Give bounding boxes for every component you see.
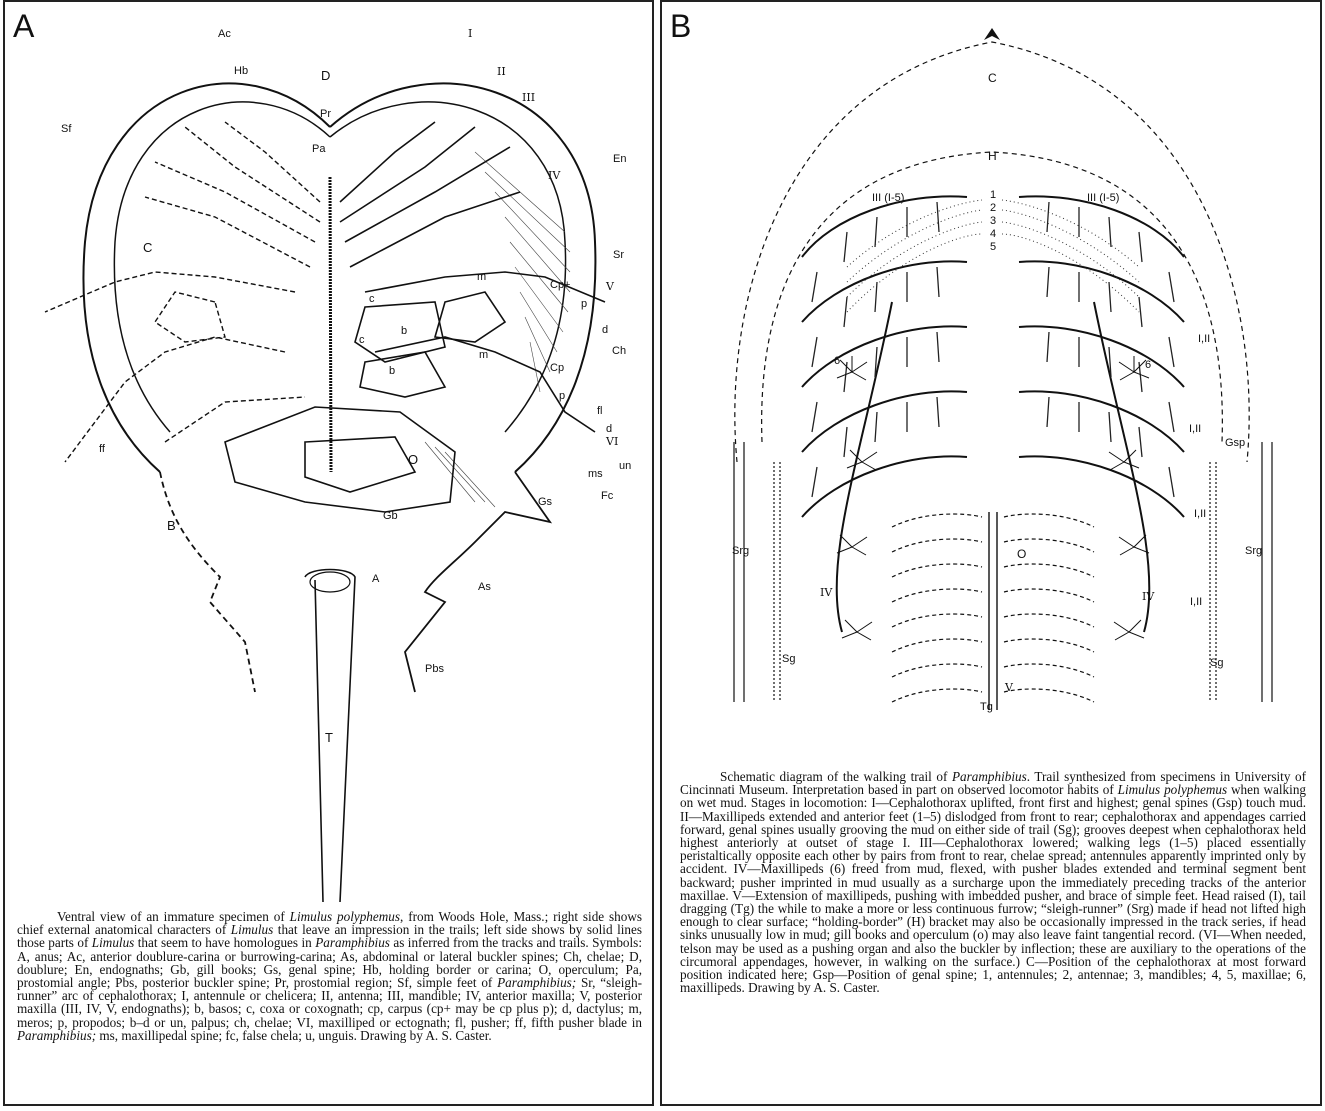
label-b1: b: [401, 325, 407, 337]
label-Cp: Cp: [550, 362, 564, 374]
label-5: 5: [990, 241, 996, 253]
direction-arrow-icon: [984, 28, 1000, 40]
label-Cpplus: Cp+: [550, 279, 571, 291]
label-B: B: [167, 518, 176, 533]
caption-run: ms, maxillipedal spine; fc, false chela;…: [96, 1028, 492, 1043]
label-ms: ms: [588, 468, 603, 480]
label-V: V: [1004, 681, 1014, 694]
label-3: 3: [990, 215, 996, 227]
label-D: D: [321, 68, 330, 83]
label-m1: m: [477, 271, 486, 283]
label-fl: fl: [597, 405, 603, 417]
label-1: 1: [990, 189, 996, 201]
label-II: II: [497, 65, 506, 78]
label-Sg-left: Sg: [782, 653, 795, 665]
label-Sf: Sf: [61, 123, 72, 135]
label-C: C: [988, 71, 997, 85]
label-IV: IV: [548, 169, 561, 182]
label-Gb: Gb: [383, 510, 398, 522]
caption-run: when walking on wet mud. Stages in locom…: [680, 782, 1306, 995]
caption-b: Schematic diagram of the walking trail o…: [680, 770, 1306, 994]
label-m2: m: [479, 349, 488, 361]
label-Pa: Pa: [312, 143, 326, 155]
label-Ac: Ac: [218, 28, 231, 40]
label-Hb: Hb: [234, 65, 248, 77]
label-IV-right: IV: [1142, 590, 1155, 603]
label-As: As: [478, 581, 491, 593]
label-Gsp: Gsp: [1225, 437, 1245, 449]
label-d2: d: [606, 423, 612, 435]
label-A: A: [372, 573, 380, 585]
label-un: un: [619, 460, 631, 472]
label-T: T: [325, 730, 333, 745]
label-Srg-left: Srg: [732, 545, 749, 557]
label-IV-left: IV: [820, 586, 833, 599]
label-b2: b: [389, 365, 395, 377]
label-H: H: [988, 149, 997, 163]
label-Pbs: Pbs: [425, 663, 444, 675]
label-Ch: Ch: [612, 345, 626, 357]
label-ff: ff: [99, 443, 106, 455]
label-Srg-right: Srg: [1245, 545, 1262, 557]
label-Tg: Tg: [980, 701, 993, 713]
label-Fc: Fc: [601, 490, 614, 502]
label-p2: p: [559, 390, 565, 402]
caption-b-text: Schematic diagram of the walking trail o…: [680, 770, 1306, 994]
label-c2: c: [359, 334, 365, 346]
label-Pr: Pr: [320, 108, 331, 120]
label-6-left: 6: [834, 355, 840, 367]
caption-a: Ventral view of an immature specimen of …: [17, 910, 642, 1042]
carapace-right-rim: [330, 83, 595, 472]
label-En: En: [613, 153, 626, 165]
label-C: C: [143, 240, 152, 255]
label-6-right: 6: [1145, 359, 1151, 371]
label-III-right: III (I-5): [1087, 192, 1119, 204]
label-I-II-4: I,II: [1190, 596, 1202, 608]
panel-a: A: [3, 0, 654, 1106]
label-p1: p: [581, 298, 587, 310]
caption-a-text: Ventral view of an immature specimen of …: [17, 910, 642, 1042]
label-III: III: [522, 91, 535, 104]
panel-b: B: [660, 0, 1322, 1106]
label-I-II-1: I,II: [1198, 333, 1210, 345]
label-d1: d: [602, 324, 608, 336]
label-VI: VI: [605, 435, 618, 448]
label-Gs: Gs: [538, 496, 553, 508]
label-Sg-right: Sg: [1210, 657, 1223, 669]
label-I-II-3: I,II: [1194, 508, 1206, 520]
walking-trail-diagram: C H 1 2 3 4 5 III (I-5) III (I-5) 6 6 I,…: [662, 2, 1322, 762]
caption-run: Paramphibius;: [17, 1028, 96, 1043]
label-4: 4: [990, 228, 996, 240]
label-I-II-2: I,II: [1189, 423, 1201, 435]
label-Sr: Sr: [613, 249, 624, 261]
label-O: O: [408, 452, 418, 467]
label-III-left: III (I-5): [872, 192, 904, 204]
label-V: V: [605, 280, 615, 293]
limulus-ventral-drawing: Ac Hb D Pr Pa Sf C En Sr Ch Cp+ Cp p p d…: [5, 2, 654, 902]
label-c1: c: [369, 293, 375, 305]
label-I: I: [468, 27, 472, 40]
label-O: O: [1017, 547, 1026, 561]
label-2: 2: [990, 202, 996, 214]
